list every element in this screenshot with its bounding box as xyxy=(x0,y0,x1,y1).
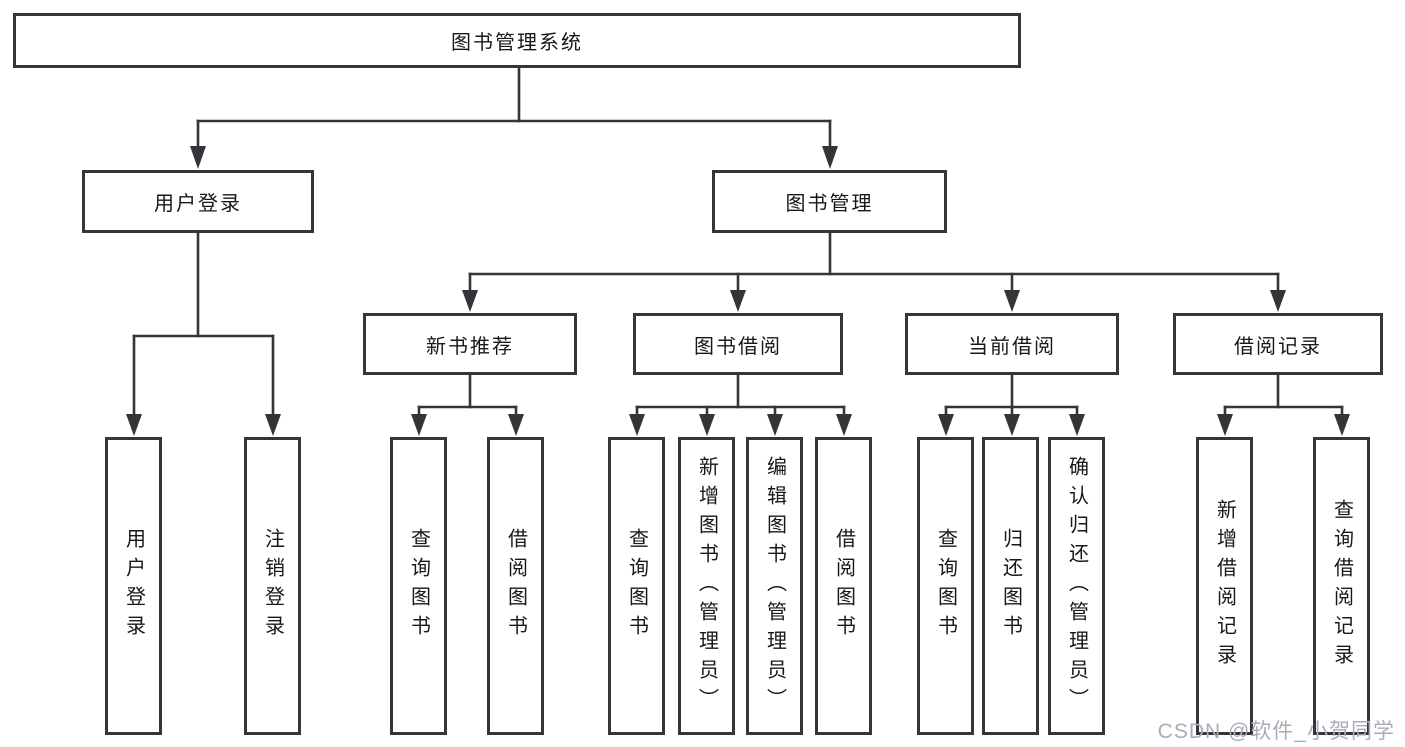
leaf-user-login-label: 用户登录 xyxy=(122,528,145,644)
node-user-login-label: 用户登录 xyxy=(154,193,242,215)
leaf-query-books-recommend: 查询图书 xyxy=(390,437,447,735)
leaf-query-borrow-record: 查询借阅记录 xyxy=(1313,437,1370,735)
leaf-confirm-return-admin: 确认归还（管理员） xyxy=(1048,437,1105,735)
node-book-borrowing: 图书借阅 xyxy=(633,313,843,375)
leaf-add-borrow-record-label: 新增借阅记录 xyxy=(1213,499,1236,673)
leaf-borrow-books-recommend: 借阅图书 xyxy=(487,437,544,735)
leaf-edit-books-admin-label: 编辑图书（管理员） xyxy=(763,455,786,717)
csdn-watermark: CSDN @软件_小贺同学 xyxy=(1157,720,1395,743)
node-book-management-label: 图书管理 xyxy=(785,193,874,215)
leaf-logout: 注销登录 xyxy=(244,437,301,735)
node-borrowing-records: 借阅记录 xyxy=(1173,313,1383,375)
arrowheads xyxy=(126,146,1350,436)
leaf-query-books-current-label: 查询图书 xyxy=(934,528,957,644)
leaf-return-books: 归还图书 xyxy=(982,437,1039,735)
leaf-return-books-label: 归还图书 xyxy=(999,528,1022,644)
node-root: 图书管理系统 xyxy=(13,13,1021,68)
leaf-user-login: 用户登录 xyxy=(105,437,162,735)
leaf-add-books-admin-label: 新增图书（管理员） xyxy=(695,455,718,717)
leaf-borrow-books-recommend-label: 借阅图书 xyxy=(504,528,527,644)
node-new-book-recommend: 新书推荐 xyxy=(363,313,577,375)
node-user-login: 用户登录 xyxy=(82,170,314,233)
leaf-logout-label: 注销登录 xyxy=(261,528,284,644)
node-book-management: 图书管理 xyxy=(712,170,947,233)
node-borrowing-records-label: 借阅记录 xyxy=(1234,335,1322,358)
leaf-query-books-borrow-label: 查询图书 xyxy=(625,528,648,644)
leaf-confirm-return-admin-label: 确认归还（管理员） xyxy=(1065,455,1088,717)
leaf-borrow-books: 借阅图书 xyxy=(815,437,872,735)
leaf-query-books-borrow: 查询图书 xyxy=(608,437,665,735)
node-current-borrowing-label: 当前借阅 xyxy=(968,335,1056,358)
node-current-borrowing: 当前借阅 xyxy=(905,313,1119,375)
leaf-add-books-admin: 新增图书（管理员） xyxy=(678,437,735,735)
leaf-query-borrow-record-label: 查询借阅记录 xyxy=(1330,499,1353,673)
leaf-query-books-current: 查询图书 xyxy=(917,437,974,735)
node-book-borrowing-label: 图书借阅 xyxy=(694,335,782,358)
leaf-edit-books-admin: 编辑图书（管理员） xyxy=(746,437,803,735)
leaf-borrow-books-label: 借阅图书 xyxy=(832,528,855,644)
leaf-query-books-recommend-label: 查询图书 xyxy=(407,528,430,644)
leaf-add-borrow-record: 新增借阅记录 xyxy=(1196,437,1253,735)
node-root-label: 图书管理系统 xyxy=(451,32,583,54)
node-new-book-recommend-label: 新书推荐 xyxy=(426,335,514,358)
